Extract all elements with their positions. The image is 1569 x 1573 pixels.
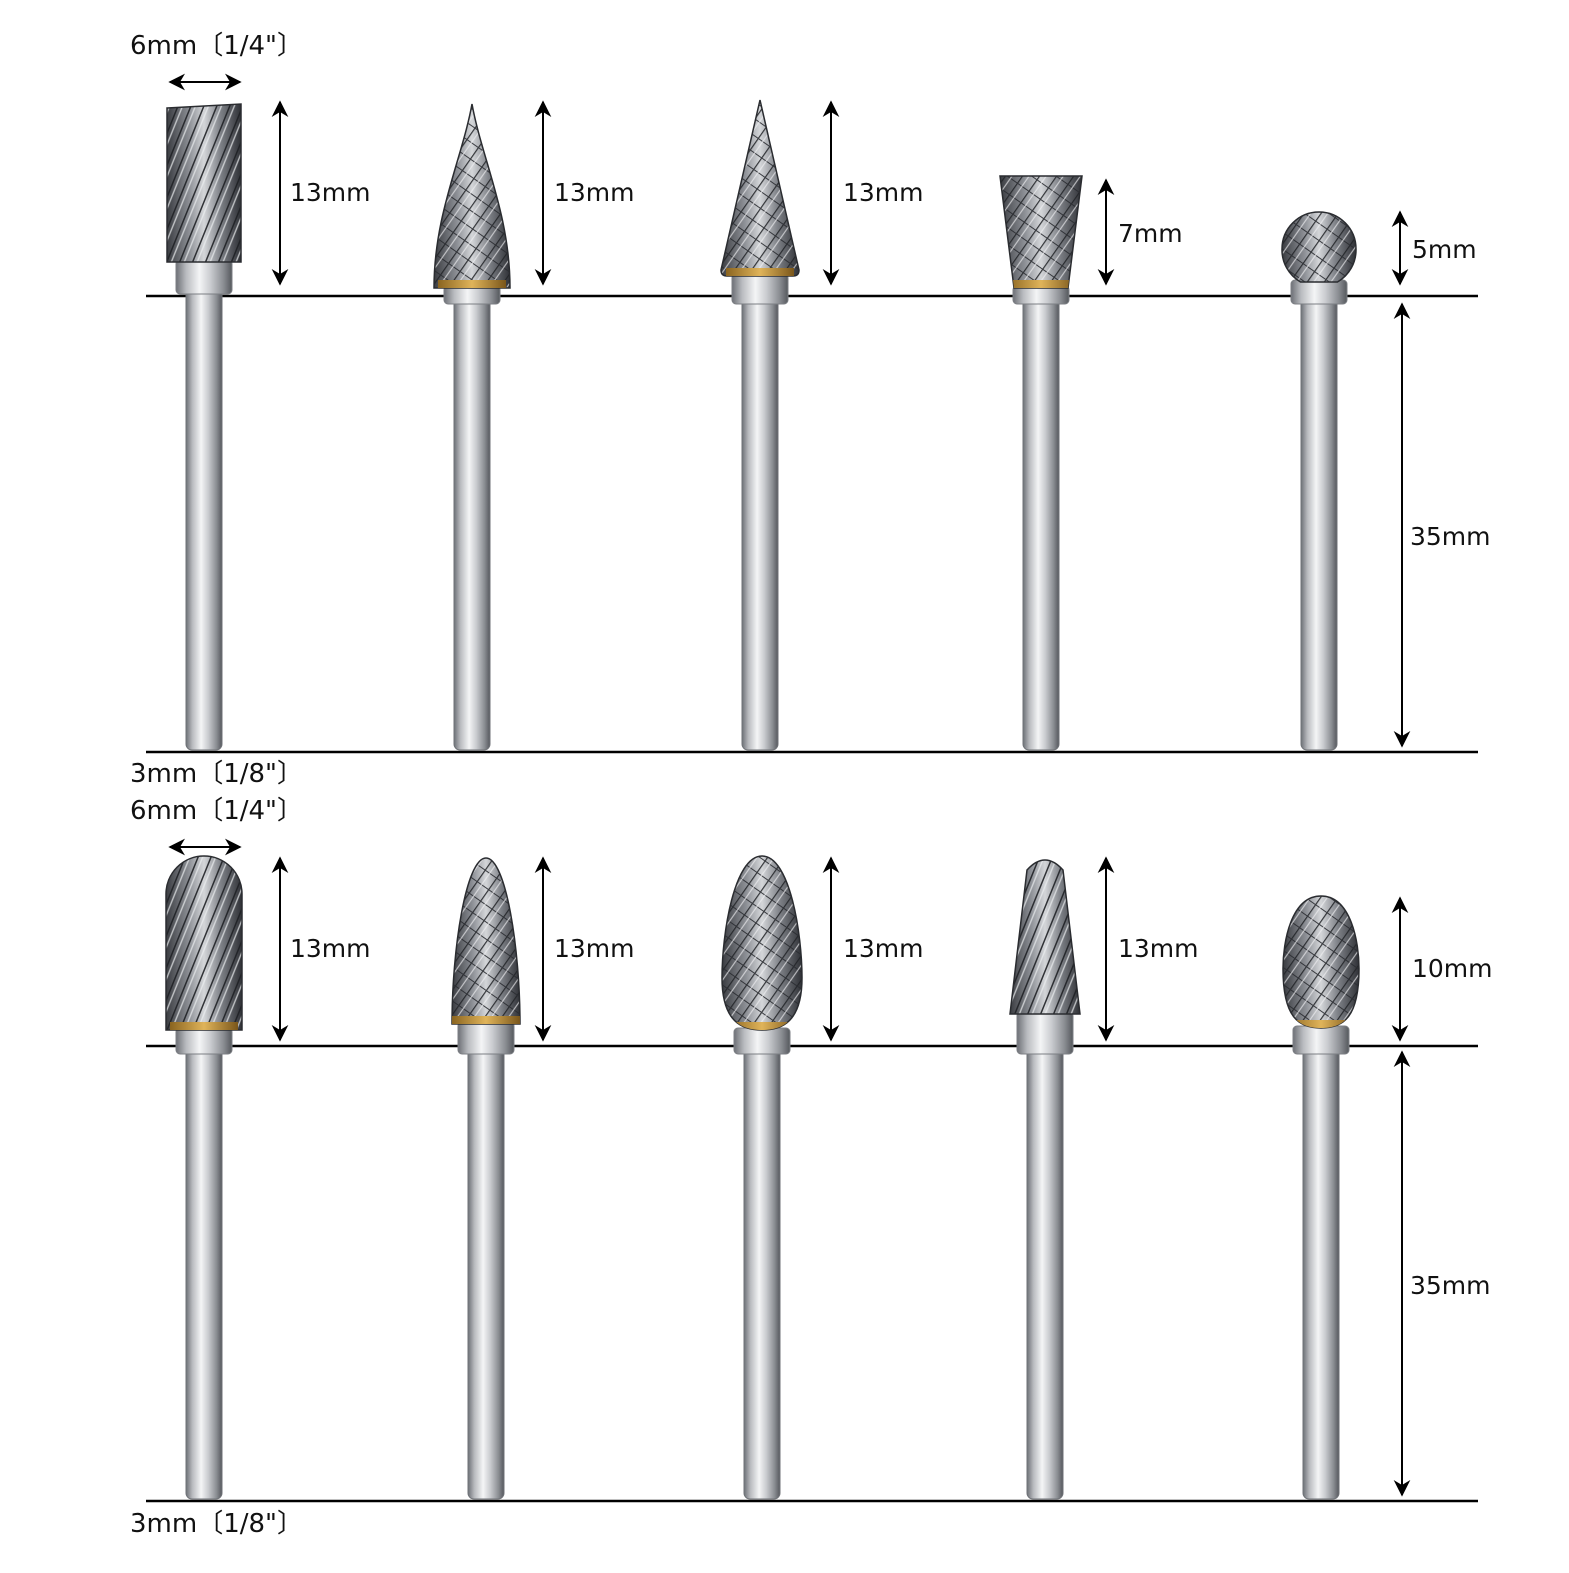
bottom-head-diameter-label: 6mm〔1/4"〕 (130, 796, 303, 826)
top-bit-2-head-length: 13mm (554, 178, 635, 207)
collar (175, 1027, 233, 1055)
burr-bits (165, 99, 1360, 1500)
bottom-bit-5-oval (1282, 895, 1360, 1500)
flute-texture (721, 100, 799, 276)
shank (1302, 1045, 1340, 1500)
baseline-rules (146, 294, 1478, 1503)
top-bit-4-head-length: 7mm (1118, 219, 1183, 248)
top-bit-2-flame (433, 103, 511, 751)
head-outline (1009, 859, 1081, 1015)
brazed-joint (728, 1022, 796, 1030)
shank (1022, 295, 1060, 751)
shank (741, 295, 779, 751)
collar (733, 1027, 791, 1055)
collar (175, 259, 233, 295)
collar (1290, 279, 1348, 305)
flute-texture (722, 856, 802, 1030)
flute-texture (452, 858, 520, 1024)
flute-texture (1281, 212, 1357, 282)
head-outline (1281, 211, 1357, 283)
flute-texture (1000, 176, 1082, 288)
bottom-bit-5-head-length: 10mm (1412, 954, 1493, 983)
shank (1026, 1045, 1064, 1500)
shank (185, 285, 223, 751)
shank (1300, 295, 1338, 751)
flute-texture (434, 104, 510, 288)
bottom-bit-1-head-length: 13mm (290, 934, 371, 963)
flute-texture (1010, 860, 1080, 1014)
collar (1016, 1011, 1074, 1055)
head-outline (166, 103, 242, 263)
flute-texture (1283, 896, 1359, 1028)
bottom-bit-2-tree (451, 857, 521, 1500)
top-bit-5-head-length: 5mm (1412, 235, 1477, 264)
collar (457, 1021, 515, 1055)
shank (453, 295, 491, 751)
brazed-joint (1007, 280, 1075, 288)
bottom-bit-3-flame-oval (721, 855, 803, 1500)
bottom-bit-3-head-length: 13mm (843, 934, 924, 963)
dimension-arrows (168, 73, 1411, 1497)
shank (743, 1045, 781, 1500)
collar (731, 273, 789, 305)
top-bit-5-ball (1281, 211, 1357, 751)
brazed-joint (438, 280, 506, 288)
brazed-joint (726, 268, 794, 276)
top-shank-length-label: 35mm (1410, 522, 1491, 551)
bottom-bit-2-head-length: 13mm (554, 934, 635, 963)
top-shank-diameter-label: 3mm〔1/8"〕 (130, 759, 303, 789)
top-head-diameter-label: 6mm〔1/4"〕 (130, 31, 303, 61)
bottom-shank-diameter-label: 3mm〔1/8"〕 (130, 1509, 303, 1539)
brazed-joint (170, 1022, 238, 1030)
top-bit-1-cylinder (166, 103, 242, 751)
top-bit-1-head-length: 13mm (290, 178, 371, 207)
brazed-joint (1287, 1020, 1355, 1028)
shank (185, 1045, 223, 1500)
bottom-shank-length-label: 35mm (1410, 1271, 1491, 1300)
bottom-bit-4-taper (1009, 859, 1081, 1500)
flute-texture (167, 104, 241, 262)
shank (467, 1045, 505, 1500)
collar (1292, 1025, 1350, 1055)
flute-texture (166, 856, 242, 1030)
brazed-joint (452, 1016, 520, 1024)
bottom-bit-4-head-length: 13mm (1118, 934, 1199, 963)
top-bit-4-inverted-cone (999, 175, 1083, 751)
bottom-bit-1-ball-nose-cylinder (165, 855, 243, 1500)
head-outline (165, 855, 243, 1031)
top-bit-3-cone (720, 99, 800, 751)
top-bit-3-head-length: 13mm (843, 178, 924, 207)
